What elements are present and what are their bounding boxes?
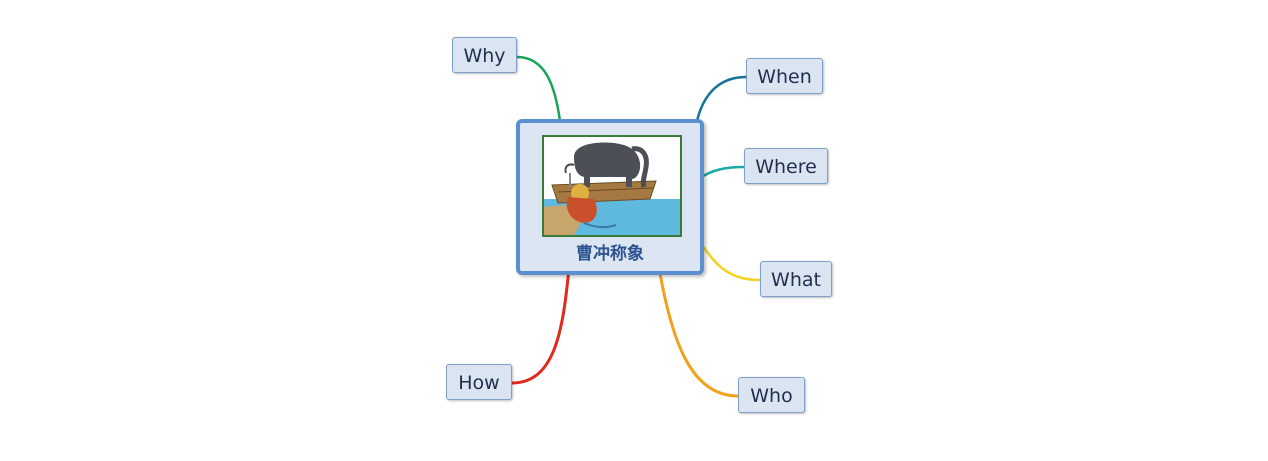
branch-line-why — [516, 55, 562, 122]
topic-when[interactable]: When — [746, 58, 823, 94]
topic-why[interactable]: Why — [452, 37, 517, 73]
branch-line-where — [699, 165, 745, 180]
central-topic-title: 曹冲称象 — [576, 244, 644, 264]
topic-who[interactable]: Who — [738, 377, 805, 413]
branch-line-who — [657, 267, 739, 398]
branch-line-when — [695, 75, 747, 122]
branch-line-how — [511, 267, 571, 385]
branch-line-what — [698, 241, 761, 282]
topic-what[interactable]: What — [760, 261, 832, 297]
topic-how[interactable]: How — [446, 364, 512, 400]
central-topic[interactable]: 曹冲称象 — [516, 119, 704, 275]
elephant-boat-image — [542, 135, 682, 237]
topic-where[interactable]: Where — [744, 148, 828, 184]
